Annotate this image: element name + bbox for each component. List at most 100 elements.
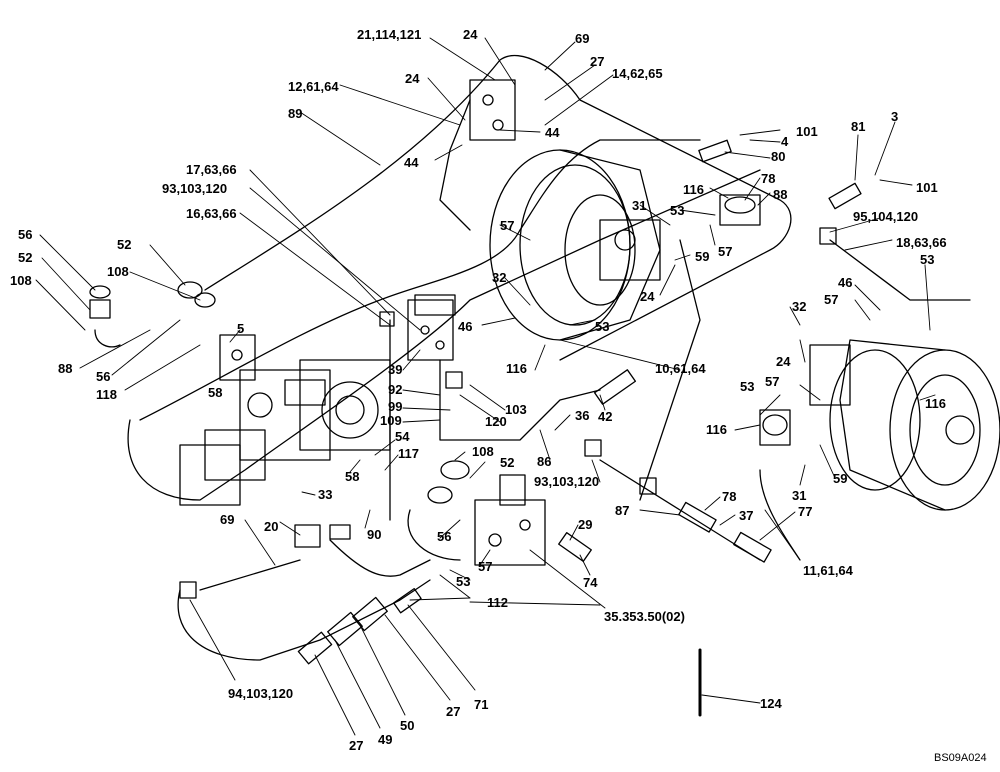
callout-label: 86 <box>537 454 552 469</box>
inline-fitting <box>297 587 422 665</box>
callout-label: 58 <box>208 385 223 400</box>
callout-label: 101 <box>916 180 938 195</box>
callout-label: 116 <box>706 422 727 437</box>
callout-label: 93,103,120 <box>162 181 228 196</box>
elbow-fitting <box>177 281 216 308</box>
callout-label: 53 <box>740 379 755 394</box>
callout-label: 50 <box>400 718 415 733</box>
clamp-block <box>179 581 197 599</box>
callout-label: 21,114,121 <box>357 27 422 42</box>
hose-line <box>407 509 461 561</box>
hose-line <box>439 359 601 441</box>
callout-label: 52 <box>500 455 515 470</box>
clamp-block <box>819 227 837 245</box>
callout-label: 80 <box>771 149 786 164</box>
callout-label: 116 <box>925 396 946 411</box>
callout-label: 69 <box>220 512 235 527</box>
callout-label: 14,62,65 <box>612 66 663 81</box>
callout-label: 29 <box>578 517 593 532</box>
callout-label: 24 <box>776 354 791 369</box>
callout-label: 59 <box>695 249 710 264</box>
callout-label: 108 <box>472 444 494 459</box>
callout-label: 20 <box>264 519 279 534</box>
callout-label: 57 <box>765 374 780 389</box>
callout-label: 31 <box>632 198 647 213</box>
callout-label: 11,61,64 <box>803 563 853 578</box>
control-block <box>219 334 256 381</box>
callout-label: 5 <box>237 321 245 336</box>
callout-label: 77 <box>798 504 813 519</box>
callout-label: 16,63,66 <box>186 206 237 221</box>
callout-label: 57 <box>478 559 493 574</box>
drawing-id: BS09A024 <box>934 752 987 764</box>
callout-label: 52 <box>18 250 33 265</box>
callout-label: 3 <box>891 109 899 124</box>
callout-label: 56 <box>96 369 111 384</box>
leader-lines <box>35 37 936 736</box>
callout-label: 44 <box>404 155 419 170</box>
hose-line <box>329 539 431 577</box>
callout-label: 32 <box>792 299 807 314</box>
callout-label: 81 <box>851 119 866 134</box>
callout-label: 27 <box>446 704 461 719</box>
callout-label: 95,104,120 <box>853 209 919 224</box>
callout-label: 117 <box>398 446 419 461</box>
callout-label: 36 <box>575 408 590 423</box>
callout-label: 108 <box>10 273 32 288</box>
callout-label: 53 <box>920 252 935 267</box>
callout-label: 27 <box>349 738 364 753</box>
callout-label: 89 <box>288 106 303 121</box>
callout-label: 116 <box>683 182 704 197</box>
callout-label: 44 <box>545 125 560 140</box>
callout-label: 53 <box>456 574 471 589</box>
callout-label: 10,61,64 <box>655 361 706 376</box>
valve-block <box>474 474 546 566</box>
callout-label: 93,103,120 <box>534 474 600 489</box>
callout-label: 118 <box>96 387 117 402</box>
hose-line <box>639 239 701 501</box>
callout-label: 12,61,64 <box>288 79 339 94</box>
callout-label: 27 <box>590 54 605 69</box>
callout-label: 33 <box>318 487 333 502</box>
hose-line <box>599 459 761 561</box>
travel-motor-lower <box>809 339 1000 511</box>
travel-motor-upper <box>489 149 661 341</box>
hose-line <box>204 54 792 361</box>
callout-label: 4 <box>781 134 789 149</box>
callout-label: 46 <box>458 319 473 334</box>
callout-label: 78 <box>761 171 776 186</box>
inline-fitting <box>294 139 862 548</box>
callout-label: 52 <box>117 237 132 252</box>
callout-label: 35.353.50(02) <box>604 609 685 624</box>
callout-label: 99 <box>388 399 403 414</box>
clamp-block <box>445 371 463 389</box>
callout-label: 71 <box>474 697 489 712</box>
elbow-fitting <box>89 285 121 348</box>
hose-line <box>177 579 431 661</box>
callout-label: 78 <box>722 489 737 504</box>
callout-label: 59 <box>833 471 848 486</box>
callout-label: 24 <box>463 27 478 42</box>
callout-label: 92 <box>388 382 403 397</box>
clamp-block <box>584 439 602 457</box>
callout-label: 120 <box>485 414 507 429</box>
callout-label: 46 <box>838 275 853 290</box>
callout-label: 74 <box>583 575 598 590</box>
callout-label: 124 <box>760 696 782 711</box>
callout-label: 53 <box>595 319 610 334</box>
hydraulic-pump <box>179 359 391 506</box>
callout-label: 39 <box>388 362 403 377</box>
callout-label: 112 <box>487 595 508 610</box>
callout-label: 31 <box>792 488 807 503</box>
callout-label: 18,63,66 <box>896 235 947 250</box>
callout-label: 49 <box>378 732 393 747</box>
hose-line <box>127 169 761 501</box>
callout-label: 90 <box>367 527 382 542</box>
callout-label: 108 <box>107 264 129 279</box>
clamp-block <box>639 477 657 495</box>
callout-label: 56 <box>437 529 452 544</box>
callout-label: 53 <box>670 203 685 218</box>
callout-label: 37 <box>739 508 754 523</box>
